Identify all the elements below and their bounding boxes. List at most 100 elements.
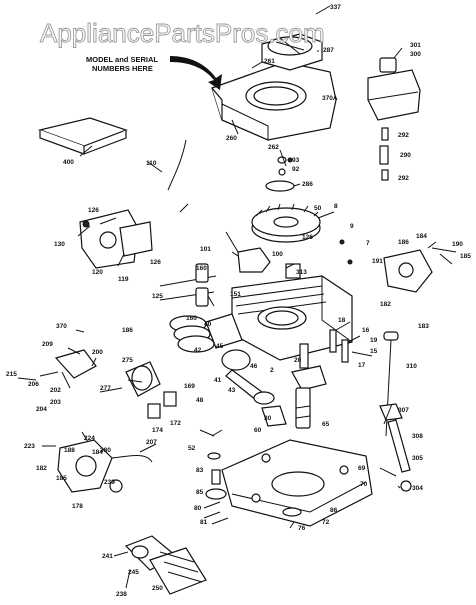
camshaft-drawing — [261, 405, 287, 427]
part-label: 275 — [122, 357, 133, 364]
part-label: 60 — [254, 427, 262, 434]
sump-drawing — [221, 439, 373, 527]
part-label: 69 — [358, 465, 366, 472]
part-label: 2 — [270, 367, 274, 374]
part-label: 50 — [314, 205, 322, 212]
part-label: 30 — [264, 415, 272, 422]
muffler-drawing — [125, 361, 161, 397]
part-label: 174 — [152, 427, 163, 434]
part-label: 83 — [196, 467, 204, 474]
part-label: 260 — [226, 135, 237, 142]
part-label: 200 — [92, 349, 103, 356]
part-label: 160 — [196, 265, 207, 272]
part-label: 182 — [36, 465, 47, 472]
governor-gear-drawing — [205, 452, 227, 500]
part-label: 370A — [322, 95, 338, 102]
part-label: 290 — [400, 152, 411, 159]
connecting-rod-drawing — [221, 349, 275, 405]
part-label: 308 — [412, 433, 423, 440]
part-label: 185 — [56, 475, 67, 482]
part-label: 190 — [452, 241, 463, 248]
gasket-drawing — [147, 391, 177, 419]
fuel-tank-drawing — [367, 57, 421, 121]
part-label: 178 — [72, 503, 83, 510]
part-label: 40 — [204, 321, 212, 328]
part-label: 80 — [194, 505, 202, 512]
part-label: 72 — [322, 519, 330, 526]
part-label: 261 — [264, 58, 275, 65]
part-label: 277 — [100, 385, 111, 392]
model-note-line2: NUMBERS HERE — [92, 64, 153, 73]
part-label: 9 — [350, 223, 354, 230]
part-label: 313 — [296, 269, 307, 276]
part-label: 186 — [398, 239, 409, 246]
part-label: 400 — [63, 159, 74, 166]
part-label: 16 — [362, 327, 370, 334]
part-label: 204 — [36, 406, 47, 413]
part-label: 42 — [194, 347, 202, 354]
governor-lever-drawing — [383, 247, 457, 293]
part-label: 286 — [302, 181, 313, 188]
part-label: 245 — [128, 569, 139, 576]
fuel-line-drawing — [379, 127, 389, 181]
part-label: 292 — [398, 175, 409, 182]
part-label: 169 — [184, 383, 195, 390]
part-label: 337 — [330, 4, 341, 11]
part-label: 17 — [358, 362, 366, 369]
part-label: 203 — [50, 399, 61, 406]
air-cleaner-drawing — [124, 535, 207, 595]
part-label: 239 — [104, 479, 115, 486]
part-label: 287 — [323, 47, 334, 54]
model-note-line1: MODEL and SERIAL — [86, 55, 158, 64]
part-label: 223 — [24, 443, 35, 450]
part-label: 184 — [416, 233, 427, 240]
part-label: 52 — [188, 445, 196, 452]
part-label: 301 — [410, 42, 421, 49]
part-label: 209 — [42, 341, 53, 348]
part-label: 241 — [102, 553, 113, 560]
crankshaft-drawing — [291, 343, 327, 429]
part-label: 250 — [152, 585, 163, 592]
piston-drawing — [169, 313, 243, 353]
part-label: 307 — [398, 407, 409, 414]
part-label: 19 — [370, 337, 378, 344]
part-label: 15 — [370, 348, 378, 355]
part-label: 86 — [330, 507, 338, 514]
part-label: 292 — [398, 132, 409, 139]
part-label: 126 — [302, 234, 313, 241]
dipstick-drawing — [379, 331, 412, 492]
part-label: 215 — [6, 371, 17, 378]
part-label: 48 — [196, 397, 204, 404]
part-label: 183 — [418, 323, 429, 330]
part-label: 119 — [118, 276, 129, 283]
part-label: 305 — [412, 455, 423, 462]
part-label: 130 — [54, 241, 65, 248]
part-label: 110 — [146, 160, 157, 167]
part-label: 70 — [360, 481, 368, 488]
cylinder-block-drawing — [231, 263, 353, 361]
part-label: 202 — [50, 387, 61, 394]
part-label: 160 — [186, 315, 197, 322]
part-label: 8 — [334, 203, 338, 210]
part-label: 93 — [292, 157, 300, 164]
part-label: 207 — [146, 439, 157, 446]
part-label: 304 — [412, 485, 423, 492]
part-labels: 337 287 261 301 300 370A 260 400 262 292… — [6, 4, 471, 598]
ignition-module-drawing — [225, 231, 271, 273]
part-label: 380 — [100, 447, 111, 454]
blower-housing-drawing — [211, 61, 337, 141]
part-label: 41 — [214, 377, 222, 384]
part-label: 238 — [116, 591, 127, 598]
leader-lines — [17, 5, 437, 589]
part-label: 262 — [268, 144, 279, 151]
part-label: 76 — [298, 525, 306, 532]
part-label: 188 — [64, 447, 75, 454]
part-label: 120 — [92, 269, 103, 276]
part-label: 185 — [460, 253, 471, 260]
part-label: 182 — [380, 301, 391, 308]
screws-drawing — [179, 157, 353, 519]
part-label: 224 — [84, 435, 95, 442]
part-label: 172 — [170, 420, 181, 427]
